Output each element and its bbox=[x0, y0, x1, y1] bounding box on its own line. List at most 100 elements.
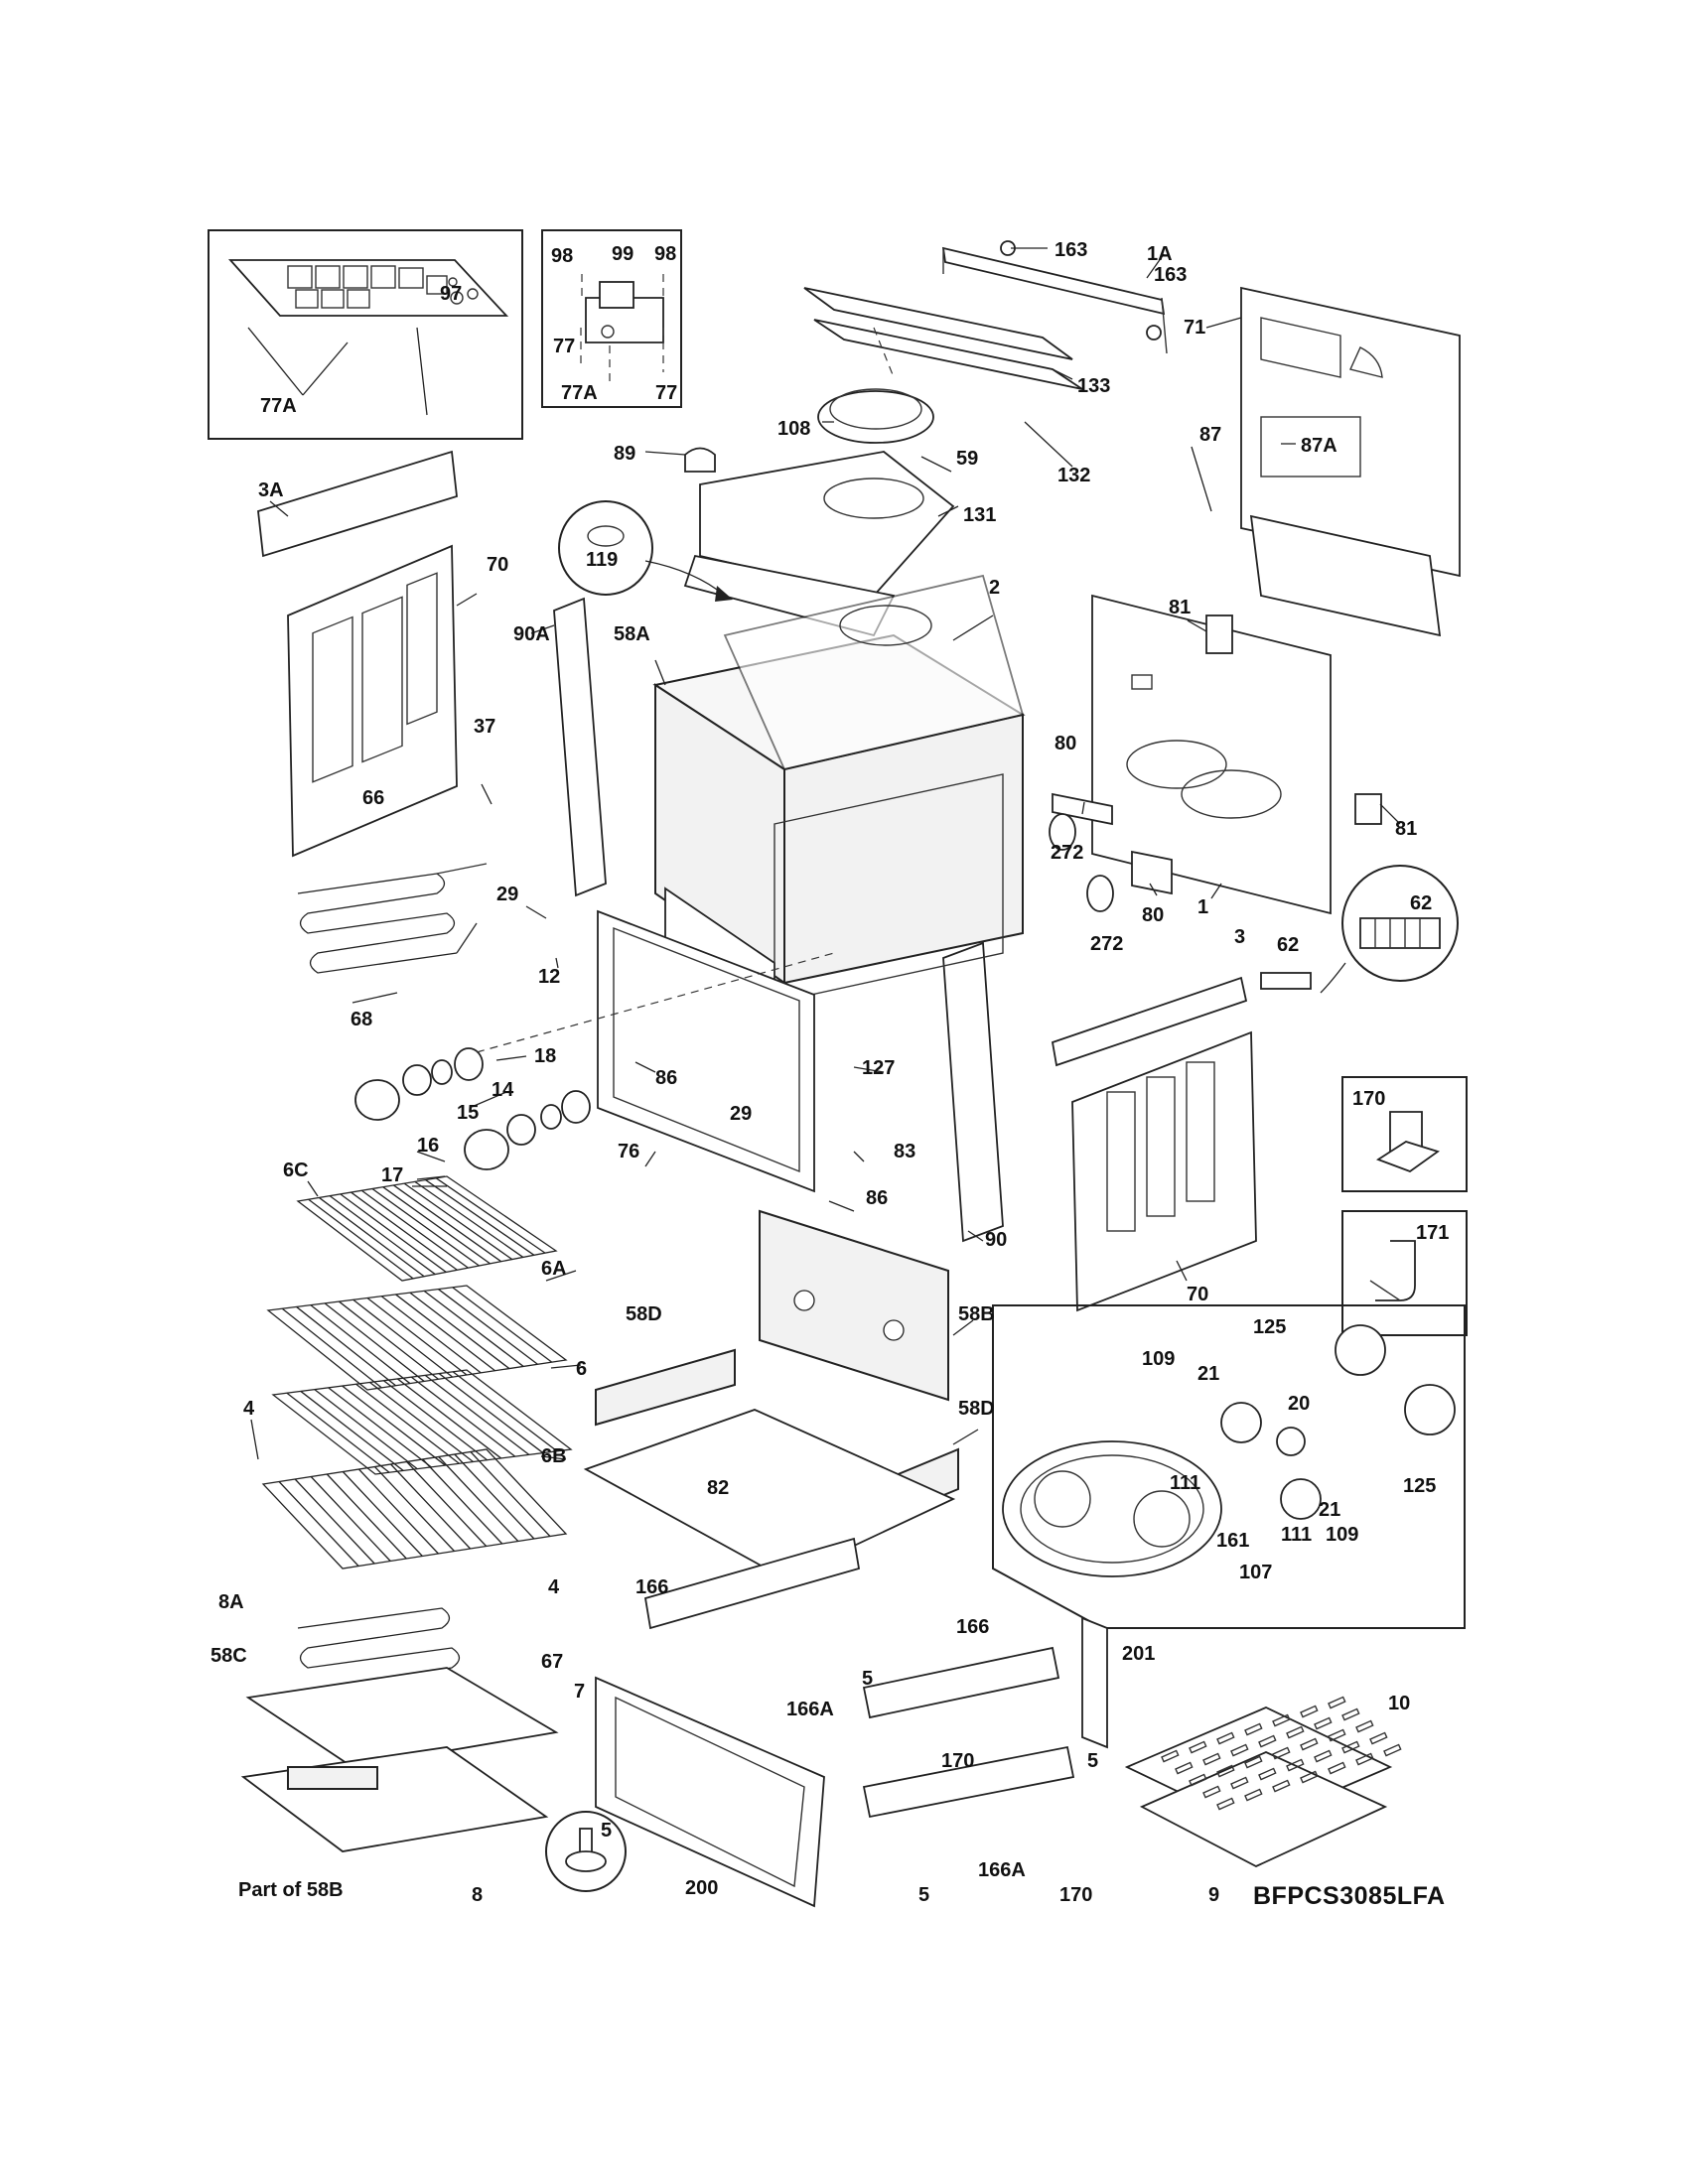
rack-wire bbox=[294, 1478, 375, 1565]
pan-slot bbox=[1300, 1705, 1319, 1718]
callout-76: 76 bbox=[618, 1141, 639, 1162]
callout-5-bottom: 5 bbox=[918, 1884, 929, 1906]
callout-62: 62 bbox=[1277, 934, 1299, 956]
callout-37: 37 bbox=[474, 716, 495, 738]
rack-wire bbox=[319, 1196, 425, 1278]
callout-58d-left: 58D bbox=[626, 1303, 662, 1325]
callout-166-right: 166 bbox=[956, 1616, 989, 1638]
rack-wire bbox=[281, 1307, 382, 1389]
callout-6: 6 bbox=[576, 1358, 587, 1380]
vent-duct-assembly bbox=[803, 240, 1168, 390]
pan-slot bbox=[1383, 1743, 1402, 1757]
callout-125-top: 125 bbox=[1253, 1316, 1286, 1338]
rack-wire bbox=[310, 1476, 391, 1562]
callout-5-left: 5 bbox=[601, 1820, 612, 1842]
callout-171: 171 bbox=[1416, 1222, 1449, 1244]
rack-wire bbox=[357, 1468, 439, 1555]
pan-slot bbox=[1258, 1767, 1277, 1781]
rack-wire bbox=[470, 1451, 551, 1537]
pan-slot bbox=[1300, 1770, 1319, 1784]
pan-slot bbox=[1314, 1749, 1333, 1763]
rack-wire bbox=[414, 1180, 524, 1258]
callout-29-mid: 29 bbox=[730, 1103, 752, 1125]
rack-wire bbox=[374, 1466, 455, 1552]
rack-wire bbox=[424, 1374, 530, 1455]
bake-element bbox=[240, 1607, 559, 1852]
callout-161: 161 bbox=[1216, 1530, 1249, 1552]
pan-slot bbox=[1216, 1731, 1235, 1745]
rack-wire bbox=[380, 1296, 482, 1374]
rack-wire bbox=[339, 1300, 439, 1380]
rack-wire bbox=[355, 1383, 460, 1464]
callout-166a-top: 166A bbox=[786, 1699, 834, 1720]
rack-wire bbox=[360, 1189, 469, 1269]
callout-80-top: 80 bbox=[1055, 733, 1076, 754]
callout-90a: 90A bbox=[513, 623, 550, 645]
pan-slot bbox=[1216, 1764, 1235, 1778]
pan-slot bbox=[1244, 1722, 1263, 1736]
rack-wire bbox=[393, 1184, 502, 1263]
rack-wire bbox=[366, 1297, 468, 1376]
broil-element bbox=[297, 863, 488, 974]
rack-wire bbox=[409, 1292, 510, 1370]
callout-20: 20 bbox=[1288, 1393, 1310, 1415]
callout-109-bottom: 109 bbox=[1326, 1524, 1358, 1546]
callout-87: 87 bbox=[1199, 424, 1221, 446]
rack-wire bbox=[352, 1298, 454, 1378]
pan-slot bbox=[1272, 1779, 1291, 1793]
callout-272-bottom: 272 bbox=[1090, 933, 1123, 955]
callout-67: 67 bbox=[541, 1651, 563, 1673]
pan-slot bbox=[1258, 1734, 1277, 1748]
pan-slot bbox=[1175, 1761, 1194, 1775]
callout-10: 10 bbox=[1388, 1693, 1410, 1714]
rack-wire bbox=[452, 1287, 553, 1363]
rack-wire bbox=[406, 1461, 488, 1547]
rack-wire bbox=[438, 1373, 544, 1454]
rack-wire bbox=[438, 1456, 519, 1542]
callout-201: 201 bbox=[1122, 1643, 1155, 1665]
pan-slot bbox=[1216, 1797, 1235, 1811]
callout-6c: 6C bbox=[283, 1160, 309, 1181]
pan-slot bbox=[1189, 1773, 1207, 1787]
pan-slot bbox=[1161, 1749, 1180, 1763]
pan-slot bbox=[1244, 1788, 1263, 1802]
callout-166-left: 166 bbox=[635, 1576, 668, 1598]
rack-wire bbox=[423, 1290, 524, 1367]
rack-wire bbox=[329, 1195, 436, 1276]
rack-wire bbox=[369, 1381, 474, 1463]
pan-slot bbox=[1300, 1737, 1319, 1751]
callout-70-left: 70 bbox=[487, 554, 508, 576]
callout-4-lower: 4 bbox=[548, 1576, 560, 1598]
pan-slot bbox=[1202, 1785, 1221, 1799]
rack-wire bbox=[390, 1463, 472, 1550]
pan-slot bbox=[1341, 1740, 1360, 1754]
left-side-panel bbox=[257, 450, 458, 858]
rack-wire bbox=[438, 1289, 538, 1365]
pan-slot bbox=[1272, 1746, 1291, 1760]
leveler-detail-circle bbox=[545, 1811, 627, 1892]
caption-part-of-58b: Part of 58B bbox=[238, 1879, 344, 1901]
callout-6b: 6B bbox=[541, 1445, 567, 1467]
callout-15: 15 bbox=[457, 1102, 479, 1124]
callout-99: 99 bbox=[612, 243, 633, 265]
rack-wire bbox=[395, 1294, 495, 1372]
callout-5-right: 5 bbox=[1087, 1750, 1098, 1772]
pan-slot bbox=[1230, 1743, 1249, 1757]
callout-80-bottom: 80 bbox=[1142, 904, 1164, 926]
callout-58d-right: 58D bbox=[958, 1398, 995, 1420]
rack-wire bbox=[396, 1378, 502, 1459]
rear-panel bbox=[1240, 286, 1461, 637]
right-side-panel bbox=[1051, 976, 1257, 1312]
callout-272-top: 272 bbox=[1051, 842, 1083, 864]
callout-21-top: 21 bbox=[1197, 1363, 1219, 1385]
callout-82: 82 bbox=[707, 1477, 729, 1499]
callout-58a: 58A bbox=[614, 623, 650, 645]
rack-wire bbox=[324, 1302, 425, 1382]
callout-125-right: 125 bbox=[1403, 1475, 1436, 1497]
callout-17: 17 bbox=[381, 1164, 403, 1186]
callout-3a: 3A bbox=[258, 479, 284, 501]
callout-81-top: 81 bbox=[1169, 597, 1191, 618]
leader-lines bbox=[250, 247, 1401, 1460]
inset-control-board bbox=[208, 229, 523, 440]
